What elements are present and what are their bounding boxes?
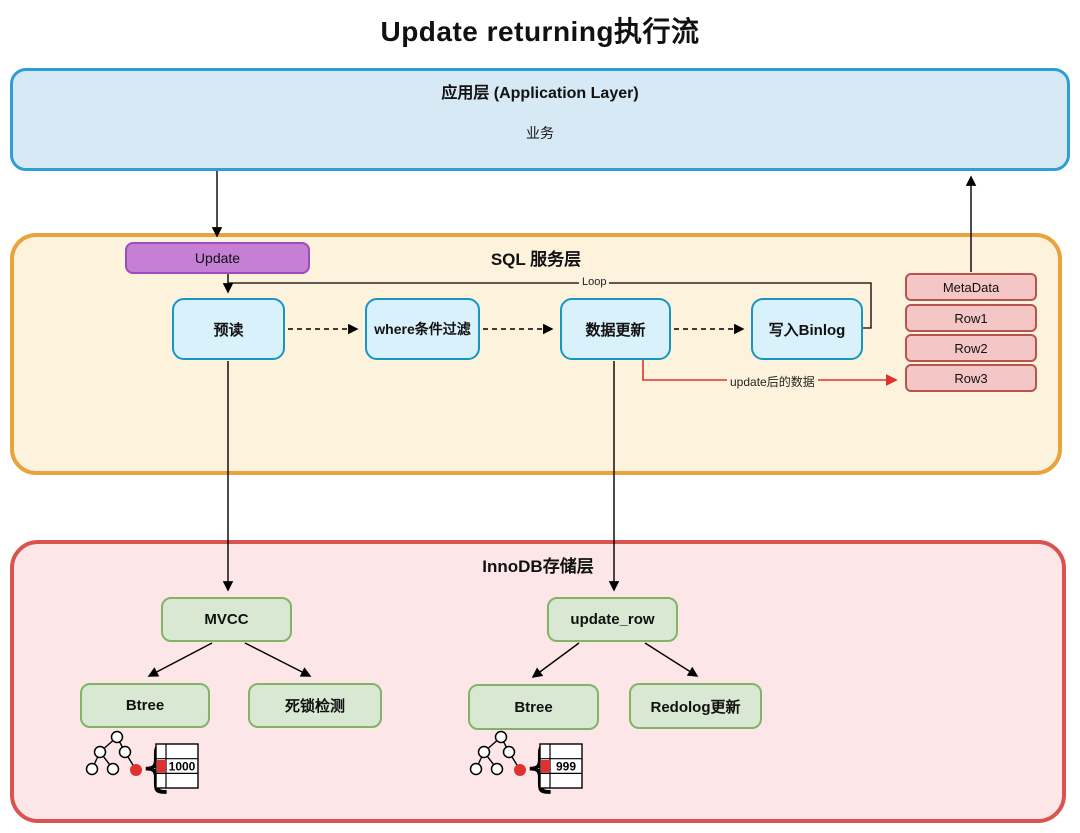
innodb-layer-box: InnoDB存储层 [10, 540, 1066, 823]
business-label: 业务 [526, 125, 554, 141]
result-row-metadata: MetaData [905, 273, 1037, 301]
innodb-layer-title: InnoDB存储层 [482, 557, 594, 576]
sql-layer-title: SQL 服务层 [490, 250, 582, 269]
result-row-1: Row1 [905, 304, 1037, 332]
mvcc-node: MVCC [161, 597, 292, 642]
application-layer-title: 应用层 (Application Layer) [441, 85, 639, 102]
where-filter-node: where条件过滤 [365, 298, 480, 360]
application-layer-box: 应用层 (Application Layer) 业务 [10, 68, 1070, 171]
btree-right-node: Btree [468, 684, 599, 730]
result-row-2: Row2 [905, 334, 1037, 362]
result-row-3: Row3 [905, 364, 1037, 392]
updated-data-label: update后的数据 [727, 373, 818, 390]
data-update-node: 数据更新 [560, 298, 671, 360]
redolog-update-node: Redolog更新 [629, 683, 762, 729]
update-node: Update [125, 242, 310, 274]
write-binlog-node: 写入Binlog [751, 298, 863, 360]
preread-node: 预读 [172, 298, 285, 360]
update-row-node: update_row [547, 597, 678, 642]
btree-left-node: Btree [80, 683, 210, 728]
page-title: Update returning执行流 [380, 16, 700, 47]
loop-label: Loop [579, 276, 610, 288]
deadlock-detect-node: 死锁检测 [248, 683, 382, 728]
